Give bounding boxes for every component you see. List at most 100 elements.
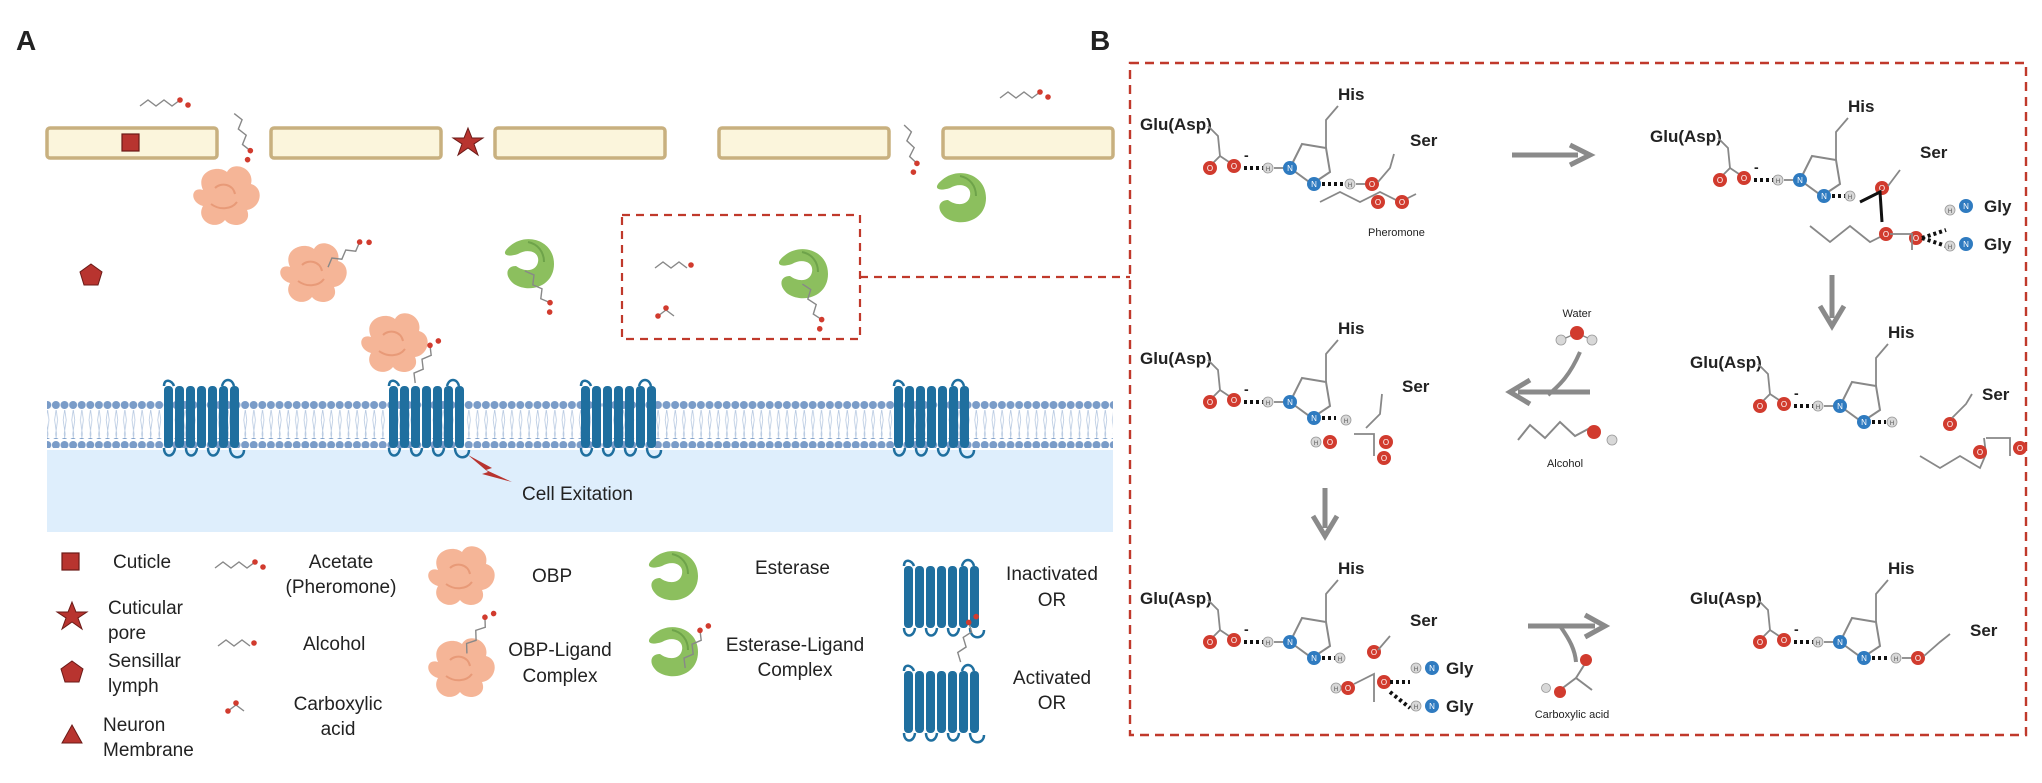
- atom-symbol: H: [1314, 441, 1318, 447]
- atom-h: [1890, 652, 1902, 664]
- atom-h: [1844, 190, 1856, 202]
- atom-symbol: H: [1414, 667, 1418, 673]
- charge-minus: -: [1244, 147, 1249, 163]
- bond: [1353, 672, 1375, 702]
- carboxylic-acid-product: Carboxylic acid: [1535, 654, 1610, 721]
- atom-symbol: H: [1338, 657, 1342, 663]
- bond: [1377, 153, 1395, 183]
- atom-n: [1959, 199, 1973, 213]
- legend-acid-2: acid: [321, 719, 356, 740]
- glu-oxygen-1: [1203, 161, 1217, 175]
- atom-symbol: H: [1334, 687, 1338, 693]
- glu-asp-label: Glu(Asp): [1650, 127, 1722, 146]
- legend-obp-icon: [427, 545, 496, 606]
- atom-symbol: O: [1781, 636, 1787, 645]
- atom-symbol: O: [1883, 230, 1889, 239]
- atom-h: [1410, 662, 1422, 674]
- atom-symbol: N: [1311, 180, 1317, 189]
- water-label: Water: [1563, 308, 1592, 320]
- legend-inactivated-or-2: OR: [1038, 590, 1067, 611]
- his-nitrogen-2: [1857, 651, 1871, 665]
- atom-o: [1379, 435, 1393, 449]
- ser-label: Ser: [1410, 131, 1438, 150]
- charge-minus: -: [1244, 621, 1249, 637]
- atom-h: [1944, 240, 1956, 252]
- legend-lymph-1: Sensillar: [108, 651, 182, 672]
- glu-oxygen-1: [1713, 173, 1727, 187]
- legend-membrane-1: Neuron: [103, 715, 165, 736]
- inactivated-or-2: [579, 378, 663, 459]
- obp-ligand-complex-2: [360, 312, 429, 373]
- legend-cuticle: Cuticle: [113, 552, 171, 573]
- bond: [1890, 233, 1913, 250]
- arrow-down-left: [1310, 488, 1340, 541]
- cuticle-layer: [45, 126, 1115, 160]
- panel-b-label: B: [1090, 25, 1110, 56]
- glu-asp-label: Glu(Asp): [1690, 589, 1762, 608]
- bond: [1923, 633, 1951, 657]
- charge-minus: -: [1794, 385, 1799, 401]
- legend-esterase-ligand-2: Complex: [758, 660, 833, 681]
- bond: [1921, 228, 1947, 240]
- glu-oxygen-2: [1227, 393, 1241, 407]
- bond: [1986, 437, 2011, 456]
- his-nitrogen-2: [1857, 415, 1871, 429]
- bond: [1207, 125, 1221, 167]
- atom-o: [1371, 195, 1385, 209]
- gly-label-2: Gly: [1984, 235, 2012, 254]
- atom-symbol: N: [1287, 638, 1293, 647]
- atom-symbol: N: [1963, 202, 1969, 211]
- atom-symbol: N: [1311, 654, 1317, 663]
- bond: [1325, 579, 1339, 622]
- legend-obp-ligand-1: OBP-Ligand: [508, 640, 612, 661]
- cuticle-marker: [121, 133, 140, 152]
- legend-alcohol: Alcohol: [303, 634, 365, 655]
- atom-h: [1310, 436, 1322, 448]
- atom-symbol: O: [2017, 444, 2023, 453]
- legend-pore-icon: [55, 600, 89, 631]
- atom-symbol: N: [1837, 402, 1843, 411]
- atom-symbol: O: [1757, 638, 1763, 647]
- legend-cuticle-icon: [61, 552, 80, 571]
- atom-h: [1344, 178, 1356, 190]
- obp-protein: [192, 165, 261, 226]
- atom-symbol: H: [1816, 641, 1820, 647]
- atom-o: [1395, 195, 1409, 209]
- his-label: His: [1888, 559, 1914, 578]
- atom-symbol: N: [1861, 654, 1867, 663]
- legend-inactivated-or-icon: [902, 558, 986, 639]
- glu-oxygen-2: [1777, 633, 1791, 647]
- his-hydrogen: [1812, 400, 1824, 412]
- ser-oxygen: [1943, 417, 1957, 431]
- atom-symbol: O: [1399, 198, 1405, 207]
- bond: [1325, 339, 1339, 382]
- atom-h: [1410, 700, 1422, 712]
- atom-symbol: O: [1231, 636, 1237, 645]
- acid-label: Carboxylic acid: [1535, 709, 1610, 721]
- bond: [1859, 189, 1884, 223]
- acetate-molecule: [139, 96, 192, 109]
- atom-symbol: O: [1717, 176, 1723, 185]
- atom-symbol: O: [1375, 198, 1381, 207]
- gly-label-2: Gly: [1446, 697, 1474, 716]
- atom-symbol: O: [1345, 684, 1351, 693]
- atom-symbol: H: [1948, 209, 1952, 215]
- cytoplasm: [47, 450, 1113, 532]
- arrow-right-top: [1512, 142, 1596, 168]
- bond: [1325, 105, 1339, 148]
- charge-minus: -: [1244, 381, 1249, 397]
- atom-symbol: N: [1429, 702, 1435, 711]
- imidazole-ring: [1288, 616, 1332, 660]
- process-arrows: [1310, 142, 1847, 663]
- esterase-ligand-complex: [503, 238, 555, 290]
- atom-symbol: N: [1429, 664, 1435, 673]
- inactivated-or-3: [892, 378, 976, 459]
- ser-label: Ser: [1402, 377, 1430, 396]
- bond: [1388, 690, 1412, 710]
- atom-symbol: O: [1327, 438, 1333, 447]
- legend-acetate-2: (Pheromone): [286, 577, 397, 598]
